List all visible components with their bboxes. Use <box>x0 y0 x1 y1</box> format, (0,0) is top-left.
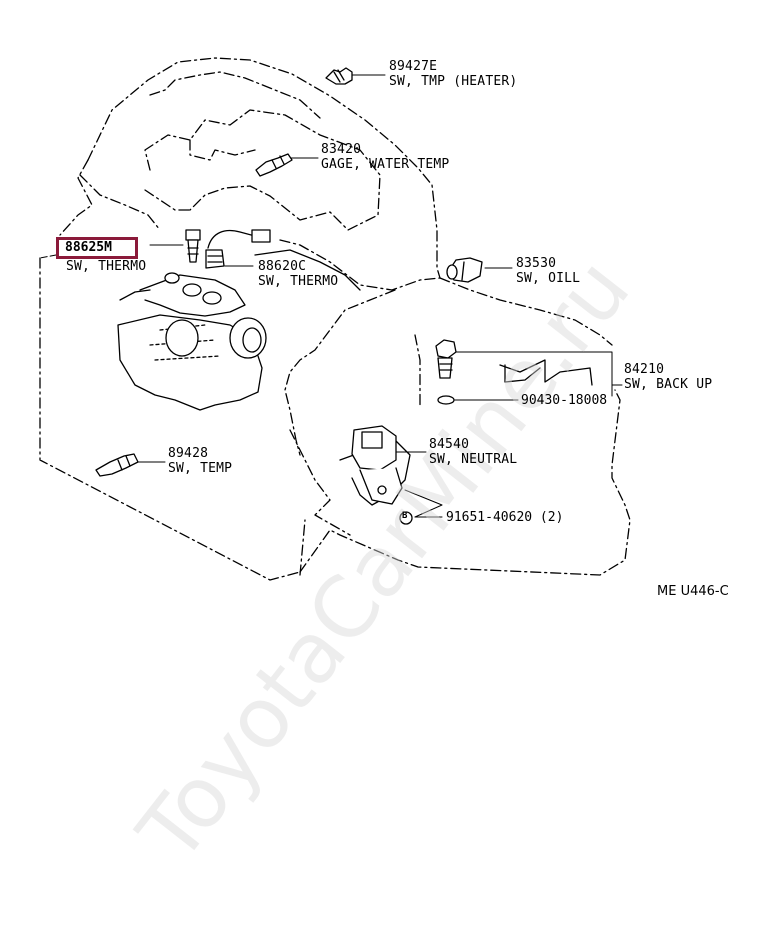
label-84210: 84210 SW, BACK UP <box>624 362 712 392</box>
engine-detail-lines <box>117 249 593 506</box>
label-90430: 90430-18008 <box>521 393 608 408</box>
part-number: 84540 <box>429 437 470 452</box>
part-name: SW, NEUTRAL <box>429 452 518 467</box>
highlight-leader <box>39 254 57 259</box>
label-89427e: 89427E SW, TMP (HEATER) <box>389 59 517 89</box>
part-name: SW, OILL <box>516 271 581 286</box>
switch-89428-icon <box>95 453 139 477</box>
bolt-marker-label: B <box>402 511 408 521</box>
part-name: SW, BACK UP <box>624 377 713 392</box>
label-84540: 84540 SW, NEUTRAL <box>429 437 517 467</box>
part-number: 84210 <box>624 362 665 377</box>
diagram-code: ME U446-C <box>657 584 729 599</box>
part-name: SW, TEMP <box>168 461 233 476</box>
engine-outline <box>39 57 631 581</box>
sensor-89427e-icon <box>325 67 353 85</box>
part-name: SW, TMP (HEATER) <box>389 74 518 89</box>
highlighted-part-88625m[interactable]: 88625M <box>56 237 138 259</box>
switch-84210-icon <box>435 339 457 405</box>
part-number: 83530 <box>516 256 557 271</box>
bolt-marker-circle <box>399 511 413 525</box>
part-number: 88620C <box>258 259 307 274</box>
part-number: 89427E <box>389 59 438 74</box>
part-number: 88625M <box>65 240 112 255</box>
part-name: SW, THERMO <box>258 274 339 289</box>
leader-lines <box>134 74 623 518</box>
sensor-83420-icon <box>255 153 293 177</box>
switch-88625m-icon <box>185 229 201 263</box>
switch-88620c-icon <box>205 229 271 269</box>
housing-ports-icon <box>164 272 267 359</box>
switch-84540-icon <box>351 425 403 505</box>
label-89428: 89428 SW, TEMP <box>168 446 232 476</box>
part-number: 89428 <box>168 446 209 461</box>
label-83530: 83530 SW, OILL <box>516 256 580 286</box>
label-88625m-name: SW, THERMO <box>66 259 146 274</box>
part-name: SW, THERMO <box>66 259 147 274</box>
label-91651: 91651-40620 (2) <box>446 510 564 525</box>
part-name: GAGE, WATER TEMP <box>321 157 450 172</box>
label-83420: 83420 GAGE, WATER TEMP <box>321 142 449 172</box>
label-88620c: 88620C SW, THERMO <box>258 259 338 289</box>
switch-83530-icon <box>446 257 483 283</box>
part-number: 83420 <box>321 142 362 157</box>
